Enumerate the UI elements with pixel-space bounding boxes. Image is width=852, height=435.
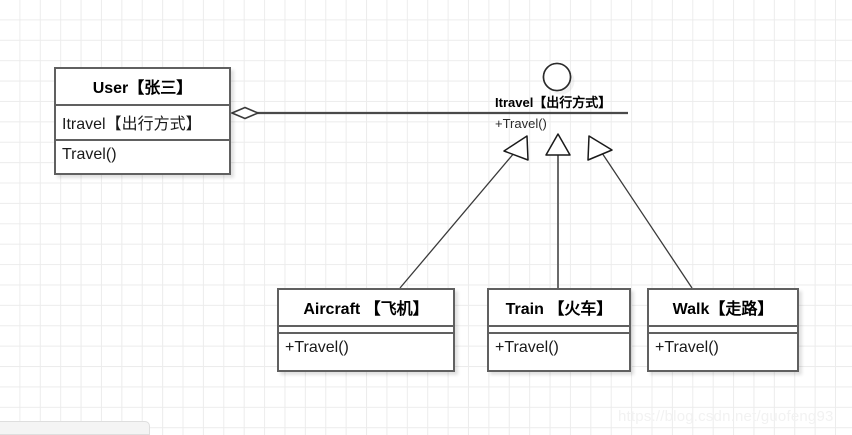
watermark-text: https://blog.csdn.net/guofeng93 (618, 408, 834, 425)
class-title-aircraft: Aircraft 【飞机】 (279, 290, 453, 327)
class-box-train[interactable]: Train 【火车】 +Travel() (487, 288, 631, 372)
class-title-walk: Walk【走路】 (649, 290, 797, 327)
class-box-walk[interactable]: Walk【走路】 +Travel() (647, 288, 799, 372)
interface-operation-label: +Travel() (495, 116, 547, 131)
class-method-aircraft-travel: +Travel() (285, 339, 349, 356)
realization-arrowhead-train (545, 133, 571, 156)
class-attribute-walk-empty (649, 327, 797, 334)
realization-line-aircraft (399, 145, 521, 289)
realization-arrowhead-aircraft (503, 135, 529, 161)
class-box-aircraft[interactable]: Aircraft 【飞机】 +Travel() (277, 288, 455, 372)
bottom-status-bar (0, 421, 150, 435)
class-attribute-user-itravel: Itravel【出行方式】 (56, 106, 229, 141)
interface-circle-top (542, 62, 572, 92)
realization-arrowhead-walk (587, 135, 613, 161)
class-title-user: User【张三】 (56, 69, 229, 106)
class-box-user[interactable]: User【张三】 Itravel【出行方式】 Travel() (54, 67, 231, 175)
class-attribute-train-empty (489, 327, 629, 334)
class-method-user-travel: Travel() (62, 146, 117, 163)
aggregation-diamond-icon (229, 106, 261, 120)
interface-name-label: Itravel【出行方式】 (495, 95, 612, 110)
class-method-walk-travel: +Travel() (655, 339, 719, 356)
class-method-train-travel: +Travel() (495, 339, 559, 356)
realization-line-walk (599, 149, 693, 289)
class-title-train: Train 【火车】 (489, 290, 629, 327)
class-attribute-aircraft-empty (279, 327, 453, 334)
